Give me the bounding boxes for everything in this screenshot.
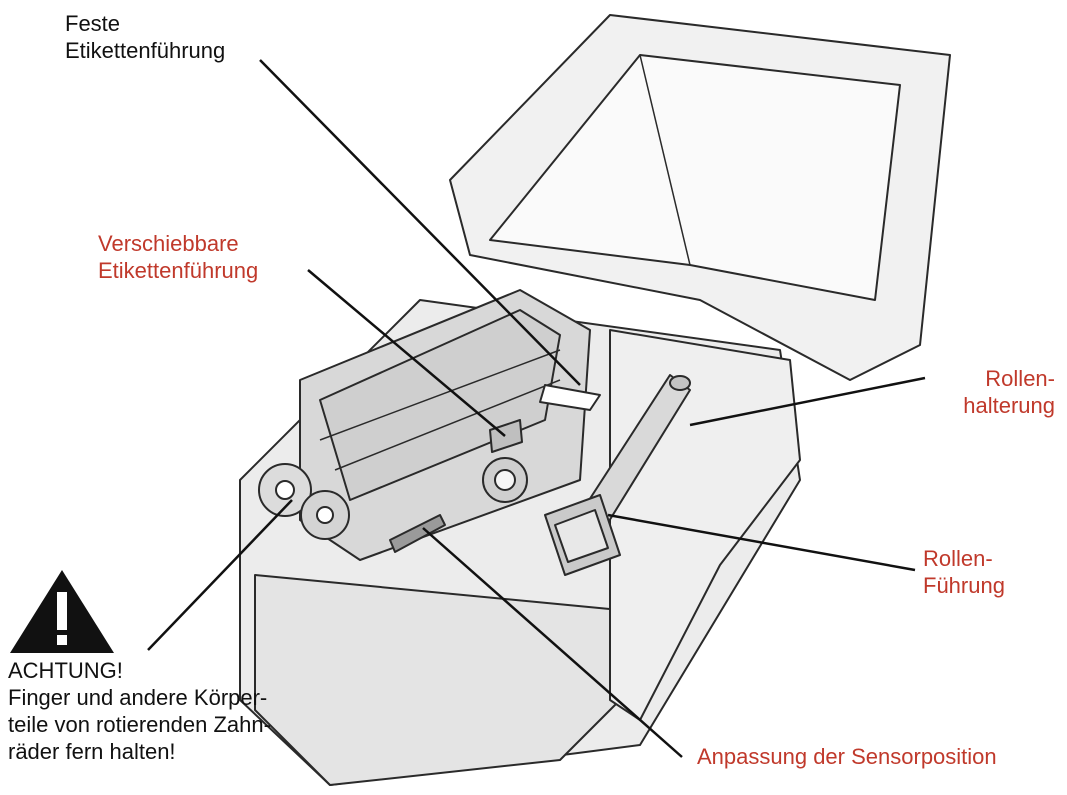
sensor-slot xyxy=(389,514,446,553)
label-fixed-guide: Feste Etikettenführung xyxy=(65,11,226,63)
leader-roll-holder xyxy=(689,376,926,427)
leader-sensor-adjust xyxy=(422,527,683,758)
label-roll-holder: Rollen- halterung xyxy=(963,366,1055,418)
label-sliding-guide: Verschiebbare Etikettenführung xyxy=(98,231,259,283)
label-roll-guide: Rollen- Führung xyxy=(923,546,1005,598)
leader-fixed-guide xyxy=(259,59,581,386)
lid-inner-panel xyxy=(489,54,901,301)
fixed-guide-tab xyxy=(539,384,601,411)
sliding-guide xyxy=(489,419,523,453)
warning-title: ACHTUNG! xyxy=(8,658,123,683)
leader-roll-guide xyxy=(607,513,916,572)
front-base xyxy=(254,574,621,786)
label-sensor-adjust: Anpassung der Sensorposition xyxy=(697,744,997,769)
warning-text: Finger und andere Körper- teile von roti… xyxy=(8,685,271,764)
leader-sliding-guide xyxy=(307,269,506,437)
warning-triangle-icon xyxy=(10,570,114,653)
leader-lines xyxy=(147,59,926,758)
leader-warning xyxy=(147,499,293,651)
